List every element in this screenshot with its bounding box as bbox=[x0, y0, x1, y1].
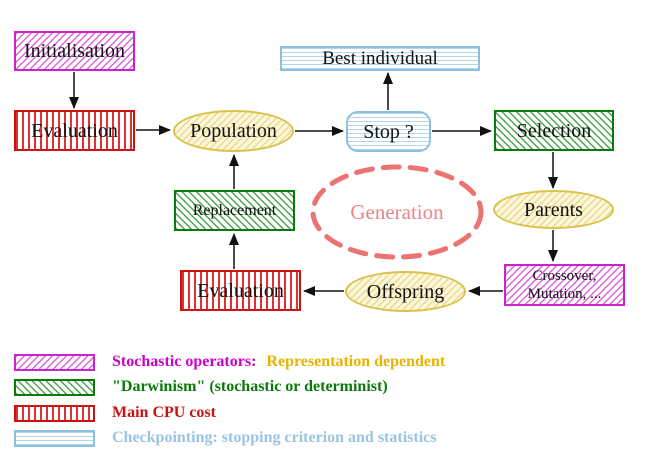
legend-row-stochastic-operators: Stochastic operators: Representation dep… bbox=[14, 352, 445, 372]
node-parents-label: Parents bbox=[524, 198, 583, 221]
node-evaluation-bottom: Evaluation bbox=[180, 270, 301, 311]
legend-label-representation-dependent: Representation dependent bbox=[266, 353, 446, 370]
node-crossover-mutation: Crossover, Mutation, ... bbox=[504, 264, 625, 306]
node-mutation-label: Mutation, ... bbox=[527, 286, 602, 302]
node-evaluation-top: Evaluation bbox=[14, 110, 135, 151]
node-initialisation-label: Initialisation bbox=[23, 40, 126, 62]
node-crossover-label: Crossover, bbox=[532, 268, 597, 284]
legend-swatch-stochastic-operators bbox=[14, 353, 95, 371]
node-parents: Parents bbox=[493, 190, 614, 229]
legend-label-stochastic-operators: Stochastic operators: bbox=[112, 353, 257, 370]
legend-row-darwinism: "Darwinism" (stochastic or determinist) bbox=[14, 377, 388, 397]
legend-row-checkpointing: Checkpointing: stopping criterion and st… bbox=[14, 428, 436, 448]
node-offspring: Offspring bbox=[345, 271, 466, 312]
node-evaluation-bottom-label: Evaluation bbox=[197, 279, 284, 302]
node-offspring-label: Offspring bbox=[366, 280, 445, 303]
legend-label-checkpointing: Checkpointing: stopping criterion and st… bbox=[112, 429, 437, 446]
legend-swatch-checkpointing bbox=[14, 429, 95, 447]
node-selection-label: Selection bbox=[516, 119, 592, 142]
node-replacement: Replacement bbox=[174, 190, 295, 231]
node-stop-test: Stop ? bbox=[346, 111, 431, 152]
legend-label-cpu-cost: Main CPU cost bbox=[112, 404, 216, 421]
node-best-individual-label: Best individual bbox=[322, 48, 438, 69]
node-population: Population bbox=[173, 110, 294, 152]
generation-cycle-label: Generation bbox=[350, 200, 444, 224]
legend-label-darwinism: "Darwinism" (stochastic or determinist) bbox=[112, 378, 388, 395]
legend-swatch-cpu-cost bbox=[14, 404, 95, 422]
node-replacement-label: Replacement bbox=[192, 201, 277, 219]
legend-row-cpu-cost: Main CPU cost bbox=[14, 403, 216, 423]
legend-swatch-darwinism bbox=[14, 378, 95, 396]
node-evaluation-top-label: Evaluation bbox=[31, 119, 118, 142]
node-population-label: Population bbox=[190, 120, 277, 142]
node-initialisation: Initialisation bbox=[14, 31, 135, 71]
node-best-individual: Best individual bbox=[280, 46, 480, 71]
generation-cycle-ellipse bbox=[310, 164, 484, 260]
node-stop-label: Stop ? bbox=[363, 120, 414, 143]
node-selection: Selection bbox=[494, 110, 614, 151]
